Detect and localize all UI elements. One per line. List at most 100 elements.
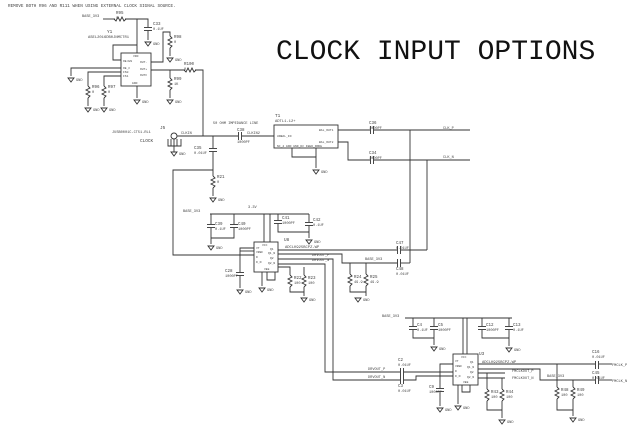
ground-icon: [300, 297, 308, 303]
resistor-r99: [166, 77, 174, 91]
ground-icon: [100, 107, 108, 113]
component-value: 0.1UF: [153, 28, 164, 32]
pin-name: NC_4 GND GND_DC FEED_NODE: [277, 145, 322, 148]
part-number: ADCLK925BCPZ-WP: [482, 361, 517, 365]
pin-name: VDD: [133, 55, 139, 58]
ref-designator: R21: [217, 176, 225, 180]
pin-name: Q1: [270, 248, 274, 251]
capacitor-c39: [207, 224, 215, 228]
ground-label: GND: [142, 101, 148, 105]
ref-designator: C47: [396, 242, 404, 246]
ground-label: GND: [245, 291, 251, 295]
ground-icon: [258, 287, 266, 293]
ground-label: GND: [309, 299, 315, 303]
ground-icon: [84, 107, 92, 113]
pin-name: VREF: [455, 365, 462, 368]
ground-label: GND: [578, 419, 584, 423]
ref-designator: R23: [308, 277, 316, 281]
resistor-r25: [362, 273, 370, 287]
component-value: 0: [108, 91, 110, 95]
ref-designator: C12: [486, 324, 494, 328]
component-value: 0.1UF: [513, 329, 524, 333]
component-value: 1K: [174, 83, 179, 87]
ref-designator: C16: [592, 351, 600, 355]
ground-icon: [67, 77, 75, 83]
net-label-clkin2: CLKIN2: [247, 132, 260, 136]
capacitor-c28: [236, 272, 244, 276]
ground-label: GND: [445, 409, 451, 413]
component-value: 0.01UF: [396, 247, 409, 251]
capacitor-c40: [230, 224, 238, 228]
capacitor-c38: [238, 132, 242, 140]
pin-name: Q1: [470, 361, 474, 364]
net-label-fmclk-n: FMCLK_N: [612, 380, 627, 384]
ref-designator: R22: [294, 277, 302, 281]
ground-label: GND: [109, 109, 115, 113]
pin-name: VCC: [262, 244, 268, 247]
component-value: 1000PF: [429, 391, 442, 395]
pin-name: OUTC: [140, 74, 147, 77]
net-label-clk-n: CLK_N: [443, 156, 454, 160]
component-value: 0.01UF: [592, 356, 605, 360]
component-value: 1000PF: [237, 141, 250, 145]
ground-label: GND: [363, 299, 369, 303]
capacitor-c3: [400, 376, 404, 384]
ground-label: GND: [314, 241, 320, 245]
ref-designator: R25: [370, 276, 378, 280]
component-value: 100: [308, 282, 314, 286]
connector-name: CLOCK: [140, 139, 154, 144]
wire: [112, 44, 137, 61]
resistor-r48: [553, 386, 561, 400]
ref-designator: C4: [417, 324, 423, 328]
ground-label: GND: [76, 79, 82, 83]
pin-name: VEE: [264, 268, 270, 271]
component-value: 0.1UF: [417, 329, 428, 333]
pin-name: Q1_N: [467, 366, 474, 369]
ground-icon: [209, 197, 217, 203]
component-value: 1000PF: [225, 275, 238, 279]
component-value: 0: [116, 17, 118, 21]
net-label-base-3v3-c: BASE_3V3: [365, 258, 382, 262]
ground-icon: [430, 346, 438, 352]
buffer-u3: [452, 353, 479, 386]
ground-label: GND: [463, 407, 469, 411]
component-value: 0: [217, 181, 219, 185]
component-value: 0: [92, 91, 94, 95]
wire: [137, 18, 149, 27]
ground-icon: [305, 239, 313, 245]
wire: [439, 363, 453, 388]
ref-designator: U3: [479, 352, 485, 357]
net-label-base-3v3-b: BASE_3V3: [183, 210, 200, 214]
resistor-r43: [483, 388, 491, 402]
resistor-r22: [286, 274, 294, 288]
assembly-note: REMOVE BOTH R96 AND R111 WHEN USING EXTE…: [8, 4, 176, 9]
wire: [349, 286, 366, 293]
capacitor-c47: [397, 246, 401, 254]
resistor-r21: [209, 175, 217, 189]
pin-name: Q2: [270, 257, 274, 260]
ref-designator: R99: [174, 78, 182, 82]
ground-label: GND: [507, 421, 513, 425]
pin-name: FS0: [123, 71, 129, 74]
wire: [412, 330, 434, 339]
component-value: 0: [184, 68, 186, 72]
capacitor-c5: [430, 326, 438, 330]
component-value: 49.9: [370, 281, 379, 285]
pin-name: OUT-: [140, 61, 147, 64]
net-label-base-3v3-e: BASE_3V3: [547, 375, 564, 379]
sma-connector-j5[interactable]: [167, 132, 182, 152]
labels: R950C330.1UFR980R991KR1000R960R970C38100…: [76, 12, 627, 425]
pin-name: VT: [455, 360, 459, 363]
oscillator-y1: [120, 52, 152, 87]
component-value: 100: [561, 394, 567, 398]
ref-designator: R44: [506, 391, 514, 395]
component-value: 49.9: [354, 281, 363, 285]
ref-designator: C5: [438, 324, 444, 328]
net-label-fmclk-p: FMCLK_P: [612, 364, 627, 368]
component-value: 1000PF: [238, 228, 251, 232]
resistor-r23: [300, 274, 308, 288]
net-label-clk-p: CLK_P: [443, 127, 454, 131]
wire: [461, 385, 471, 393]
capacitor-c9: [436, 388, 444, 392]
ref-designator: C34: [369, 152, 377, 156]
